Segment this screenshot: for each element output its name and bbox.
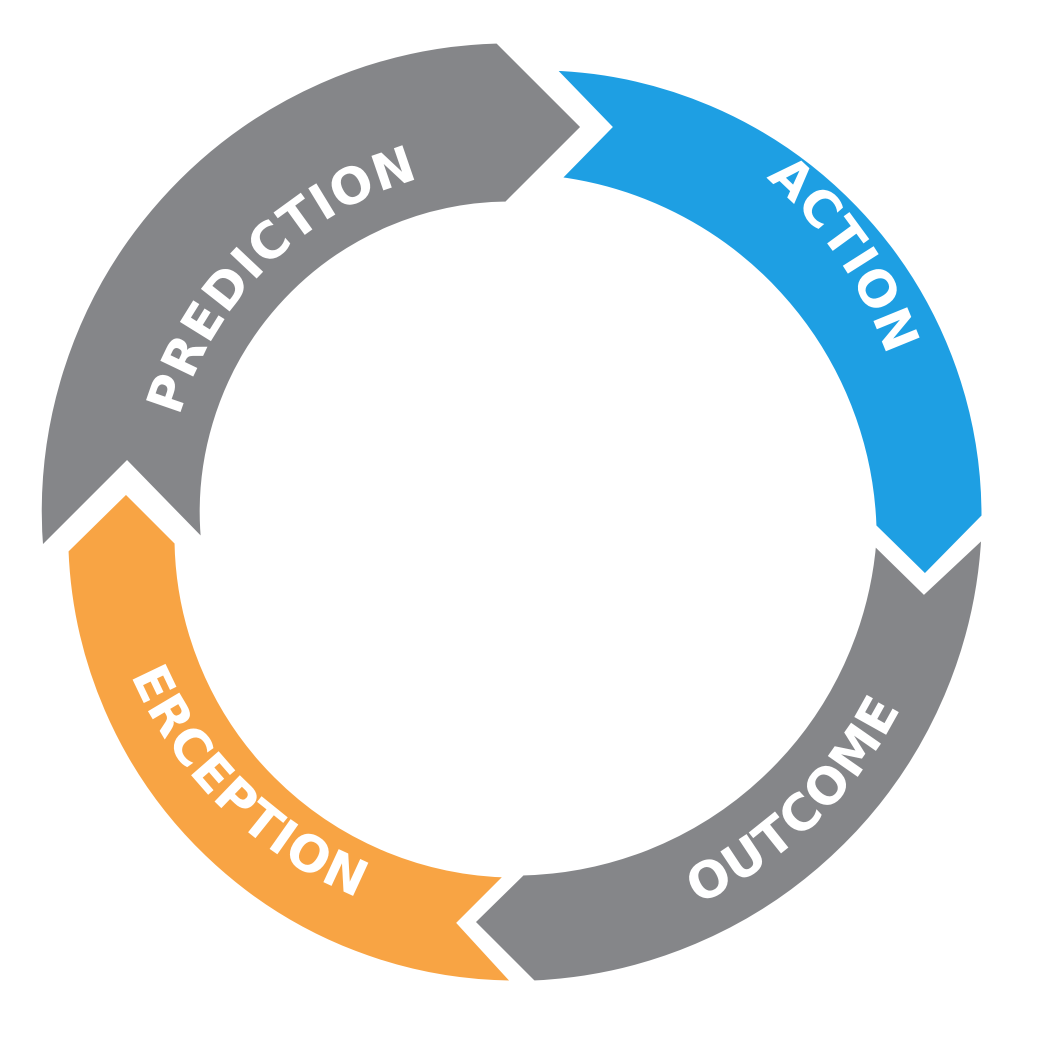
segment-perception (61, 485, 525, 988)
segment-prediction (34, 36, 590, 560)
segment-outcome (466, 524, 989, 988)
segment-action (541, 63, 989, 583)
